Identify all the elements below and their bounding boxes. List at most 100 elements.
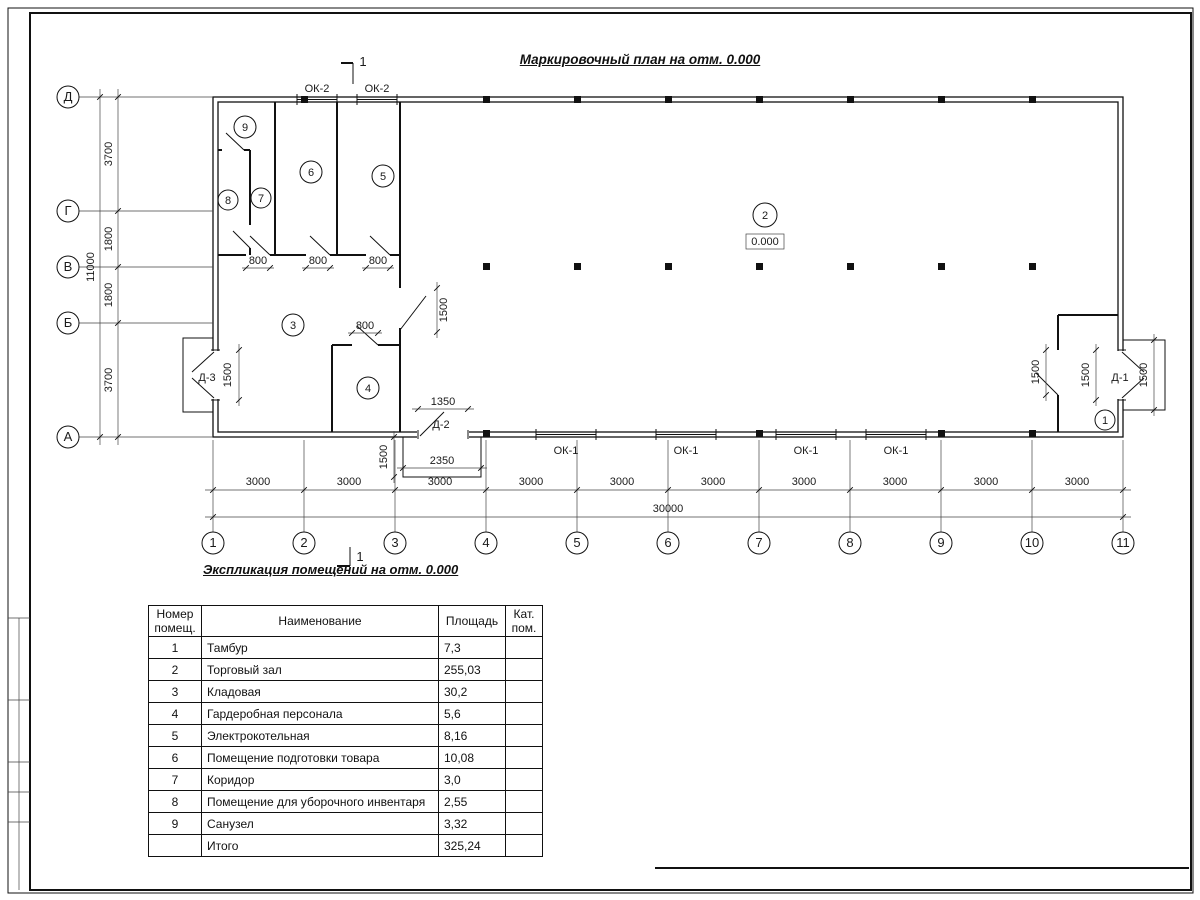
dim-label: 1500 (222, 363, 234, 387)
axis-number: 11 (1116, 535, 1130, 550)
dim-label: 1500 (1080, 363, 1092, 387)
window-label: ОК-2 (365, 83, 390, 95)
dim-label: 3700 (103, 368, 115, 392)
window-label: ОК-1 (794, 445, 819, 457)
dim-label: 800 (309, 255, 327, 267)
horizontal-dimensions: 3000 3000 3000 3000 3000 3000 3000 3000 … (205, 440, 1131, 532)
windows (296, 94, 927, 440)
dim-label: 1800 (103, 227, 115, 251)
detail-dimensions: 800 800 800 800 1350 2350 1500 1500 1500… (222, 255, 1158, 483)
window-label: ОК-1 (884, 445, 909, 457)
window-label: ОК-1 (674, 445, 699, 457)
dim-label: 1500 (1030, 360, 1042, 384)
cell-area: 30,2 (438, 680, 506, 703)
cell-num: 7 (148, 768, 202, 791)
cell-name: Электрокотельная (201, 724, 439, 747)
cell-num: 1 (148, 636, 202, 659)
dim-label: 3000 (337, 476, 361, 488)
dim-label: 3700 (103, 142, 115, 166)
cell-cat (505, 834, 543, 857)
door-label: Д-3 (198, 372, 215, 384)
cell-area: 10,08 (438, 746, 506, 769)
cell-name: Помещение подготовки товара (201, 746, 439, 769)
cell-name: Тамбур (201, 636, 439, 659)
cell-num: 2 (148, 658, 202, 681)
room-number: 1 (1102, 415, 1108, 427)
table-row: 9 Санузел 3,32 (148, 812, 543, 835)
dim-label: 2350 (430, 455, 454, 467)
window-label: ОК-2 (305, 83, 330, 95)
cell-num: 6 (148, 746, 202, 769)
table-header-row: Номер помещ. Наименование Площадь Кат. п… (148, 605, 543, 637)
dim-label: 800 (356, 320, 374, 332)
header-cat: Кат. пом. (505, 605, 543, 637)
horizontal-axis-markers: 1 2 3 4 5 6 7 8 9 10 11 (201, 531, 1135, 555)
door-label: Д-2 (432, 419, 449, 431)
room-number: 6 (308, 167, 314, 179)
cell-cat (505, 636, 543, 659)
cell-name: Гардеробная персонала (201, 702, 439, 725)
cell-area: 255,03 (438, 658, 506, 681)
table-row: 4 Гардеробная персонала 5,6 (148, 702, 543, 725)
columns (301, 96, 1036, 437)
axis-number: 2 (300, 535, 307, 550)
vertical-axis-markers: Д Г В Б А (56, 85, 80, 449)
cell-cat (505, 812, 543, 835)
cell-cat (505, 658, 543, 681)
dim-total-label: 11000 (85, 252, 97, 282)
axis-letter: А (64, 429, 73, 444)
header-num: Номер помещ. (148, 605, 202, 637)
cell-name: Коридор (201, 768, 439, 791)
dim-label: 1350 (431, 396, 455, 408)
axis-number: 8 (846, 535, 853, 550)
section-label: 1 (356, 549, 363, 564)
sheet-frame (7, 7, 1194, 894)
cell-name: Санузел (201, 812, 439, 835)
dim-label: 1500 (1138, 363, 1150, 387)
schedule-title: Экспликация помещений на отм. 0.000 (203, 562, 459, 577)
axis-number: 1 (209, 535, 216, 550)
dim-label: 1500 (438, 298, 450, 322)
header-name: Наименование (201, 605, 439, 637)
room-number: 2 (762, 210, 768, 222)
axis-letter: Б (64, 315, 73, 330)
cell-area: 3,32 (438, 812, 506, 835)
axis-number: 4 (482, 535, 489, 550)
cell-num: 3 (148, 680, 202, 703)
table-row: 5 Электрокотельная 8,16 (148, 724, 543, 747)
room-number: 8 (225, 195, 231, 207)
cell-area: 3,0 (438, 768, 506, 791)
window-label: ОК-1 (554, 445, 579, 457)
header-area: Площадь (438, 605, 506, 637)
axis-number: 7 (755, 535, 762, 550)
door-symbols (191, 132, 1145, 439)
vertical-dimensions: 3700 1800 1800 3700 11000 (79, 89, 213, 445)
dim-label: 1500 (378, 445, 390, 469)
dim-label: 3000 (610, 476, 634, 488)
axis-number: 10 (1025, 535, 1039, 550)
table-row-total: Итого 325,24 (148, 834, 543, 857)
dim-total-label: 30000 (653, 503, 684, 515)
table-row: 2 Торговый зал 255,03 (148, 658, 543, 681)
room-number: 3 (290, 320, 296, 332)
cell-num: 4 (148, 702, 202, 725)
entrance-porches (182, 337, 1166, 478)
dim-label: 3000 (519, 476, 543, 488)
dim-label: 3000 (428, 476, 452, 488)
elevation-label: 0.000 (751, 236, 779, 248)
cell-name: Итого (201, 834, 439, 857)
axis-letter: Г (64, 203, 71, 218)
section-label: 1 (359, 54, 366, 69)
interior-partitions (218, 102, 1118, 432)
opening-labels: ОК-2 ОК-2 ОК-1 ОК-1 ОК-1 ОК-1 Д-3 Д-2 Д-… (198, 83, 1128, 457)
dim-label: 1800 (103, 283, 115, 307)
cell-name: Кладовая (201, 680, 439, 703)
cell-area: 8,16 (438, 724, 506, 747)
cell-name: Помещение для уборочного инвентаря (201, 790, 439, 813)
table-row: 8 Помещение для уборочного инвентаря 2,5… (148, 790, 543, 813)
section-marks: 1 1 (337, 54, 367, 567)
cell-area: 2,55 (438, 790, 506, 813)
axis-number: 3 (391, 535, 398, 550)
cell-area: 5,6 (438, 702, 506, 725)
dim-label: 3000 (974, 476, 998, 488)
